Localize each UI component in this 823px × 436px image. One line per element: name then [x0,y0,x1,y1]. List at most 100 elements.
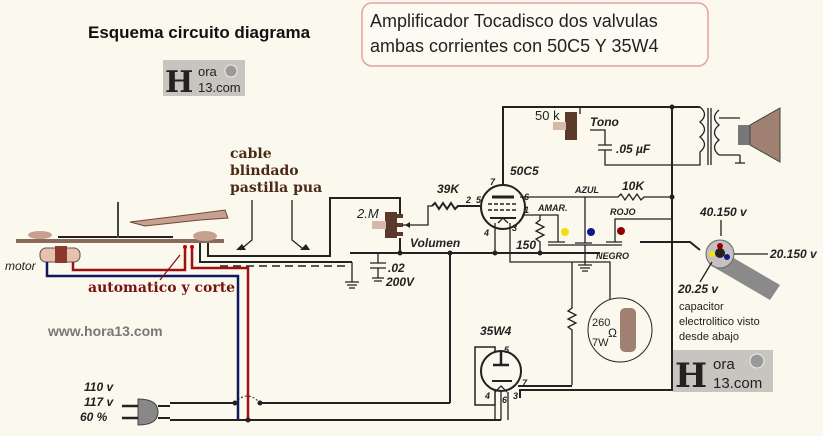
schematic-circle [245,417,251,423]
pins-35w4-0-label: 5 [504,345,510,355]
motor-wire-blue [45,262,240,420]
blue-terminal [587,228,595,236]
schematic-path [405,222,410,228]
schematic-path [578,245,592,272]
speaker-icon [719,107,781,164]
red-terminal [617,227,625,235]
pins-50c5-4-label: 1 [524,205,529,215]
schematic-path [488,203,518,211]
schematic-rect [397,214,403,218]
schematic-path [579,107,672,166]
pins-50c5-5-label: 4 [483,228,489,238]
schematic-rect [372,221,386,229]
pins-50c5-6-label: 3 [512,223,517,233]
globe-icon [224,64,238,78]
schematic-circle [257,400,263,406]
website-link[interactable]: www.hora13.com [47,323,163,339]
wire-colors-azul-label: AZUL [574,185,599,195]
output-transformer [672,106,721,166]
pins-35w4-2-label: 4 [484,391,490,401]
schematic-circle [190,245,194,249]
schematic-rect [117,202,119,238]
components-grid-resistor-label: 39K [437,182,460,196]
power-resistor-inset: 260 7W Ω [587,297,653,363]
schematic-circle [669,194,675,200]
components-tone-pot-value-label: 50 k [535,108,560,123]
schematic-rect [620,308,636,352]
schematic-rect [58,236,173,238]
switch-label: automatico y corte [88,280,235,296]
components-volume-pot-value-label: 2.M [356,206,379,221]
components-tone-cap-label: .05 µF [616,142,651,156]
schematic-circle [587,297,653,363]
logo-hora13-2: H ora 13.com [673,350,773,396]
capacitor-v2-label: 20.150 v [769,247,818,261]
schematic-path [699,261,713,283]
logo-hora13: H ora 13.com [163,60,245,100]
schematic-path [239,200,303,251]
components-filter-resistor-label: 10K [622,179,645,193]
schematic-path [494,392,502,420]
capacitor-caption-0-label: capacitor [679,301,724,313]
logo-text-ora-label: ora [713,356,735,373]
tone-pot: 50 k Tono [535,108,619,140]
capacitor-02 [370,253,386,282]
header-line-1: Amplificador Tocadisco dos valvulas [370,11,658,31]
cable-label-2: blindado [230,163,299,179]
resistor-10k [520,192,672,202]
schematic-rect [397,232,403,236]
components-dropping-resistor-value-label: 260 [592,317,610,329]
logo-text-com-label: 13.com [198,80,241,95]
schematic-circle [232,400,238,406]
schematic-path [199,243,352,263]
yellow-terminal [561,228,569,236]
logo-text-h-label: H [165,65,193,100]
logo-text-h-label: H [675,356,707,396]
schematic-ellipse [193,231,217,241]
schematic-path [236,244,310,250]
schematic-rect [55,246,67,263]
wire-colors-amar-label: AMAR. [537,203,568,213]
schematic-path [672,106,706,166]
schematic-rect [397,223,403,227]
components-rectifier-tube-label: 35W4 [480,324,512,338]
cable-label-3: pastilla pua [230,180,322,196]
page-title: Esquema circuito diagrama [88,23,311,42]
mains-2-label: 60 % [80,410,108,424]
ground-icon [345,262,359,289]
schematic-path [719,117,740,156]
logo-text-com-label: 13.com [713,375,762,392]
components-coupling-cap-value-label: .02 [388,261,405,275]
schematic-path [494,385,508,393]
components-cathode-resistor-label: 150 [516,238,536,252]
wire-colors-rojo-label: ROJO [610,207,636,217]
pins-35w4-4-label: 3 [513,391,518,401]
schematic-path [502,106,700,185]
schematic-rect [738,125,750,145]
schematic-path [497,217,509,224]
components-dropping-resistor-power-label: 7W [592,337,609,349]
resistor-150 [534,215,546,253]
schematic-rect [385,212,397,238]
schematic-circle [480,184,526,230]
schematic-ellipse [28,231,52,239]
pins-50c5-0-label: 7 [490,177,496,187]
components-volume-pot-name-label: Volumen [410,236,460,250]
schematic-circle [183,245,187,249]
schematic-path [509,223,611,300]
schematic-path [158,405,170,419]
components-tone-pot-name-label: Tono [590,115,619,129]
electrolytic-capacitor: 40.150 v 20.150 v 20.25 v capacitor elec… [677,205,818,343]
components-dropping-resistor-unit-label: Ω [608,326,617,340]
resistor-260 [566,262,578,385]
switch-pointer [159,254,181,281]
schematic-rect [361,2,709,67]
pins-35w4-3-label: 6 [502,395,508,405]
components-coupling-cap-voltage-label: 200V [385,275,415,289]
schematic-path [575,197,592,244]
turntable: motor [5,202,229,273]
motor-label: motor [5,259,37,273]
schematic-circle [717,243,723,249]
capacitor-caption-2-label: desde abajo [679,331,739,343]
